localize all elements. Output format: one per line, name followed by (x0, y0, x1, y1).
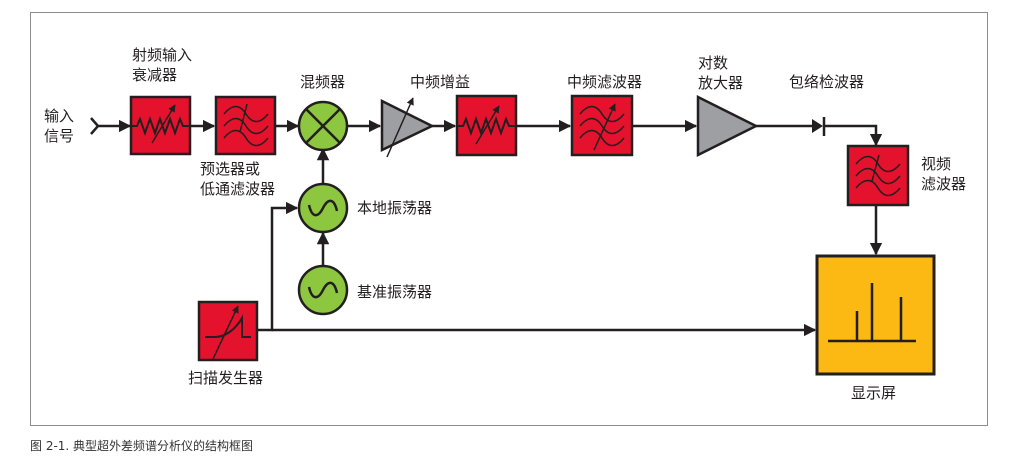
local-oscillator-block (297, 182, 349, 234)
label-input-signal: 输入 信号 (44, 107, 75, 145)
video-filter-block (846, 144, 910, 207)
if-gain-amplifier (380, 97, 435, 158)
filter-waves-icon (223, 103, 269, 147)
label-rf-attenuator: 射频输入 衰减器 (132, 46, 193, 84)
reference-oscillator-block (297, 264, 349, 316)
label-local-oscillator: 本地振荡器 (357, 199, 433, 217)
ramp-icon (205, 314, 251, 338)
wire-sweep-to-lo (258, 201, 299, 332)
label-preselector: 预选器或 低通滤波器 (200, 160, 276, 198)
mixer-block (297, 100, 349, 152)
label-if-gain: 中频增益 (410, 73, 471, 91)
rf-attenuator-block (129, 95, 192, 156)
filter-waves-icon (579, 103, 625, 151)
input-chevron-icon (90, 117, 100, 135)
if-gain-attenuator-block (455, 94, 518, 157)
mixer-cross-icon (305, 108, 341, 144)
label-video-filter: 视频 滤波器 (921, 155, 967, 193)
preselector-block (214, 95, 277, 156)
diode-icon (812, 119, 823, 133)
label-envelope-detector: 包络检波器 (789, 73, 865, 91)
if-filter-block (570, 94, 634, 157)
variable-resistor-icon (131, 116, 190, 136)
triangle-amp-icon (380, 98, 435, 152)
label-sweep-generator: 扫描发生器 (188, 369, 264, 387)
figure-frame (30, 12, 988, 426)
spectrum-lines-icon (828, 283, 916, 343)
figure-caption: 图 2-1. 典型超外差频谱分析仪的结构框图 (30, 439, 254, 453)
sine-wave-icon (307, 281, 339, 299)
signal-path (98, 119, 883, 337)
label-if-filter: 中频滤波器 (567, 73, 643, 91)
variable-resistor-icon (457, 116, 517, 136)
label-mixer: 混频器 (300, 73, 346, 91)
filter-waves-icon (855, 154, 901, 197)
log-amplifier (696, 94, 759, 158)
label-reference-oscillator: 基准振荡器 (357, 283, 433, 301)
display-block (815, 254, 936, 376)
label-display: 显示屏 (851, 384, 897, 402)
sweep-generator-block (197, 300, 259, 362)
wire-detector-to-videofilter (825, 124, 883, 147)
envelope-detector (812, 117, 826, 136)
sine-wave-icon (307, 199, 339, 217)
label-log-amp: 对数 放大器 (698, 54, 744, 92)
